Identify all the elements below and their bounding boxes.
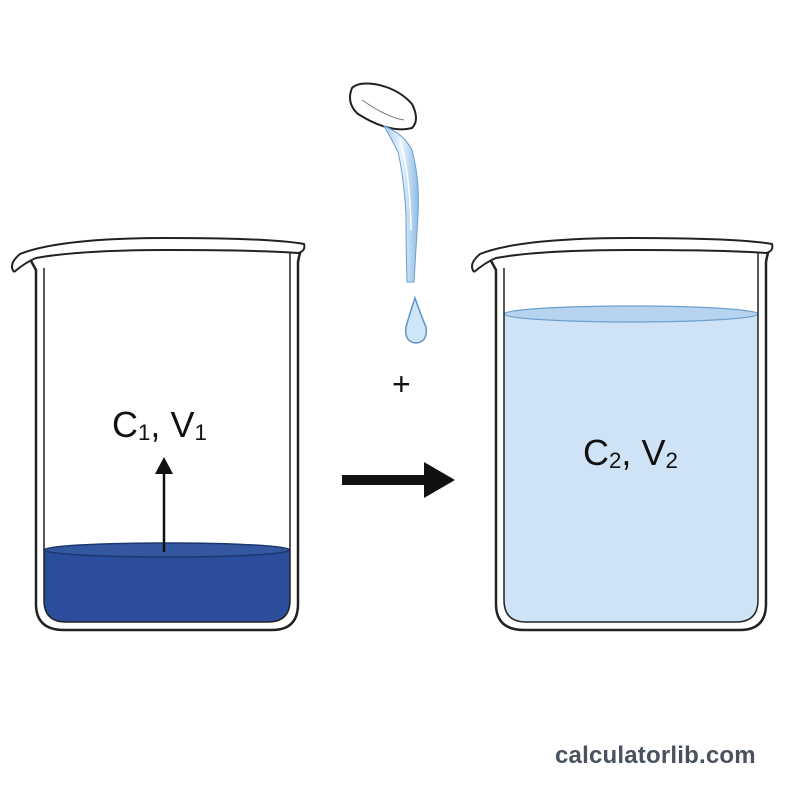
beaker-rim	[11, 236, 306, 273]
concentration-subscript: 2	[609, 447, 622, 473]
label-separator: ,	[150, 404, 171, 445]
concentrated-solution	[44, 550, 290, 622]
concentration-symbol: C	[583, 432, 609, 473]
plus-sign: +	[392, 366, 411, 402]
volume-subscript: 1	[194, 419, 207, 445]
volume-subscript: 2	[665, 447, 678, 473]
beaker-inner-wall	[503, 252, 759, 623]
label-separator: ,	[621, 432, 642, 473]
water-drop-icon	[404, 295, 428, 344]
spoon-icon	[349, 82, 417, 131]
concentration-subscript: 1	[138, 419, 151, 445]
beaker-inner-wall	[43, 252, 291, 623]
water-stream-icon	[382, 125, 419, 283]
initial-concentration-volume-label: C1, V1	[112, 404, 207, 446]
diluted-solution-surface	[503, 305, 759, 323]
beaker-diluted	[471, 236, 774, 632]
diluted-solution	[504, 314, 758, 622]
site-watermark: calculatorlib.com	[555, 742, 756, 769]
beaker-concentrated	[11, 236, 306, 632]
final-concentration-volume-label: C2, V2	[583, 432, 678, 474]
concentrated-solution-surface	[43, 542, 291, 558]
concentration-symbol: C	[112, 404, 138, 445]
beaker-rim	[471, 236, 774, 273]
up-arrow-icon	[155, 457, 173, 552]
volume-symbol: V	[170, 404, 195, 445]
volume-symbol: V	[641, 432, 666, 473]
right-arrow-icon	[342, 462, 455, 498]
